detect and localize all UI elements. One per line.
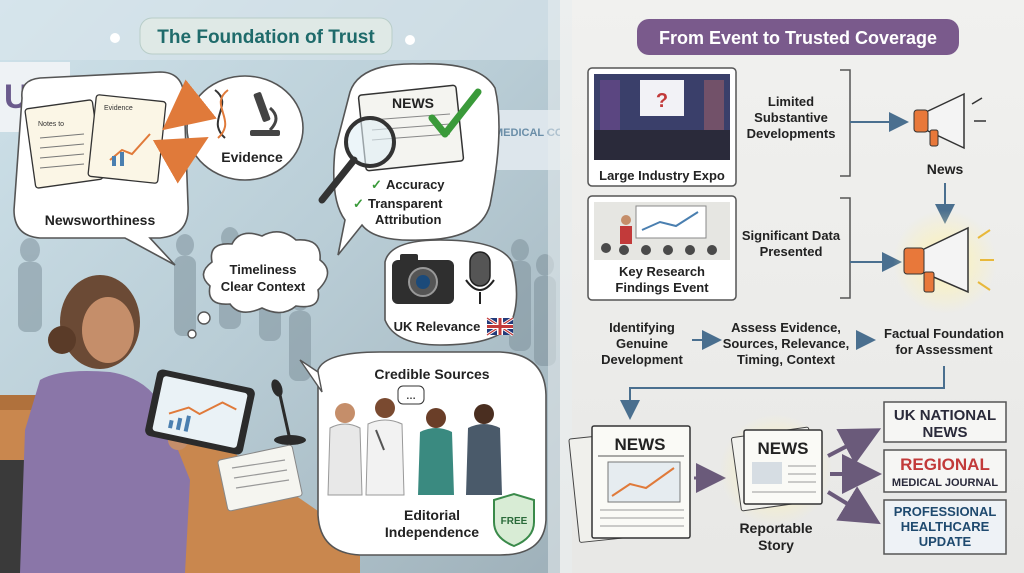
megaphone-icon [903,226,994,294]
professional-label-1: PROFESSIONAL [894,504,997,519]
microscope-icon [250,92,280,136]
identify-label-2: Genuine [616,336,668,351]
orange-arrow-to-notebook [162,79,217,131]
newspaper-stack-icon: NEWS [568,425,691,543]
expo-screen-mark: ? [656,90,668,112]
expo-label: Large Industry Expo [599,168,725,183]
left-panel: UK MEDICAL CONFERENCE [0,0,624,573]
limited-label-1: Limited [768,94,814,109]
limited-label-3: Developments [747,126,836,141]
left-title-pill [139,17,393,55]
experts-illustration [327,398,502,496]
sigdata-label-1: Significant Data [742,228,841,243]
research-label-2: Findings Event [615,280,709,295]
attribution-label: Attribution [375,212,441,227]
right-title-pill [637,19,959,55]
notebook-heading-left: Notes to [38,121,64,128]
arrow-to-professional [826,486,881,525]
timeliness-bubble: Timeliness Clear Context [187,231,329,339]
notebook-heading-right: Evidence [104,105,133,112]
accuracy-bubble: NEWS ✓ Accuracy ✓ Transparent Attributio… [318,63,500,256]
check-icon: ✓ [371,177,382,192]
limited-label-2: Substantive [754,110,828,125]
outlet-professional: PROFESSIONAL HEALTHCARE UPDATE [883,499,1007,555]
evidence-label: Evidence [221,149,283,165]
factual-label-1: Factual Foundation [884,326,1004,341]
speech-icon: … [397,385,425,405]
factual-label-2: for Assessment [895,342,993,357]
arrow-to-uk-national [827,428,882,465]
accuracy-label: Accuracy [386,177,445,192]
evidence-bubble: Evidence [152,75,304,184]
research-box: Key Research Findings Event [587,195,737,301]
free-badge-text: FREE [501,516,528,527]
professional-label-2: HEALTHCARE [901,519,990,534]
transparent-label: Transparent [368,196,443,211]
panel-divider [548,0,572,573]
newsworthiness-bubble: Notes to Evidence Newsworthiness [13,71,189,266]
microphone-icon [271,379,306,445]
bracket-middle [840,197,851,299]
professional-label-3: UPDATE [919,534,972,549]
regional-label-1: REGIONAL [900,455,990,474]
ceiling-light [110,33,120,43]
timeliness-label: Timeliness [230,262,297,277]
uk-flag-icon [486,316,514,337]
reportable-newspaper-icon: NEWS [730,426,823,512]
identify-label-1: Identifying [609,320,675,335]
right-title: From Event to Trusted Coverage [659,28,937,48]
camera-icon [392,254,454,304]
megaphone-icon [913,92,986,150]
ceiling-light [405,35,415,45]
news-top-label: News [927,161,964,177]
check-icon: ✓ [353,196,364,211]
newsworthiness-label: Newsworthiness [45,212,156,228]
reportable-label-1: Reportable [739,520,812,536]
dna-icon [214,89,229,139]
research-label-1: Key Research [619,264,705,279]
free-shield-icon: FREE [493,492,535,548]
magnifier-icon [318,116,396,204]
notebook-icon: Notes to Evidence [24,94,167,189]
arrow-to-newspaper [620,366,945,420]
notepad-illustration [217,444,303,512]
expo-box: ? Large Industry Expo [587,67,737,187]
assess-label-3: Timing, Context [737,352,836,367]
left-title: The Foundation of Trust [157,27,375,48]
reportable-news-label: NEWS [758,439,809,458]
identify-label-3: Development [601,352,683,367]
regional-label-2: MEDICAL JOURNAL [892,477,998,489]
assess-label-1: Assess Evidence, [731,320,841,335]
editorial-label: Editorial [404,507,460,523]
check-icon [428,88,482,138]
uk-national-label-2: NEWS [923,424,968,441]
outlet-regional: REGIONAL MEDICAL JOURNAL [883,449,1007,493]
credible-sources-bubble: Credible Sources … Editorial Independenc… [299,351,547,556]
reportable-label-2: Story [758,537,794,553]
newspaper-label: NEWS [615,435,666,454]
microphone-icon [465,251,495,304]
uk-relevance-label: UK Relevance [394,319,481,334]
clear-context-label: Clear Context [221,279,306,294]
outlet-uk-national: UK NATIONAL NEWS [883,401,1007,443]
right-panel: From Event to Trusted Coverage ? Large I… [548,0,1024,573]
sigdata-label-2: Presented [760,244,823,259]
tablet-illustration [145,369,255,455]
uk-relevance-bubble: UK Relevance [384,239,518,346]
svg-text:…: … [406,391,416,402]
orange-arrow-to-evidence [152,137,209,184]
news-label-left: NEWS [392,95,434,111]
credible-sources-label: Credible Sources [374,366,489,382]
assess-label-2: Sources, Relevance, [723,336,849,351]
uk-national-label-1: UK NATIONAL [894,407,996,424]
independence-label: Independence [385,524,479,540]
